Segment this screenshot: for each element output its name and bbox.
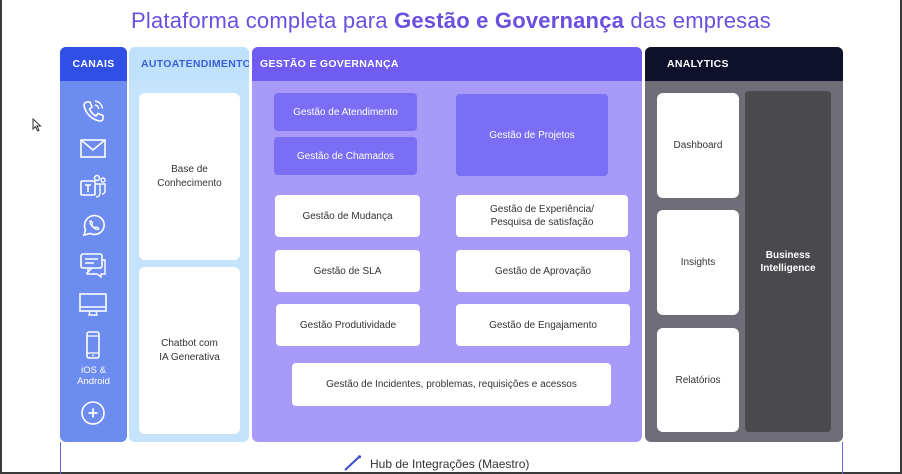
gestao-sla-card[interactable]: Gestão de SLA (275, 250, 420, 292)
email-icon[interactable] (78, 135, 108, 163)
gestao-atendimento-card[interactable]: Gestão de Atendimento (274, 93, 417, 131)
mobile-label-line-1: iOS & (81, 365, 106, 376)
mobile-label-line-2: Android (77, 376, 110, 387)
knowledge-base-card[interactable]: Base de Conhecimento (139, 93, 240, 260)
gestao-experiencia-line-2: Pesquisa de satisfação (490, 217, 594, 228)
analytics-header: ANALYTICS (645, 47, 843, 81)
knowledge-base-line-1: Base de (171, 163, 208, 175)
mobile-icon[interactable] (78, 331, 108, 359)
gestao-produtividade-card[interactable]: Gestão Produtividade (276, 304, 420, 346)
gestao-header: GESTÃO E GOVERNANÇA (252, 47, 642, 81)
gestao-engajamento-card[interactable]: Gestão de Engajamento (456, 304, 630, 346)
gestao-atendimento-label: Gestão de Atendimento (293, 106, 398, 118)
knowledge-base-line-2: Conhecimento (157, 177, 222, 189)
title-bold: Gestão e Governança (394, 8, 625, 33)
mouse-cursor-icon (32, 118, 42, 132)
title-prefix: Plataforma completa para (131, 8, 395, 33)
gestao-mudanca-label: Gestão de Mudança (302, 210, 393, 222)
gestao-chamados-label: Gestão de Chamados (296, 150, 395, 162)
chat-icon[interactable] (78, 251, 108, 279)
hub-border-right (842, 442, 843, 474)
gestao-chamados-card[interactable]: Gestão de Chamados (274, 137, 417, 175)
gestao-projetos-label: Gestão de Projetos (489, 129, 575, 141)
business-intelligence-card[interactable]: Business Intelligence (745, 91, 831, 432)
gestao-sla-label: Gestão de SLA (313, 265, 382, 277)
insights-card[interactable]: Insights (657, 210, 739, 315)
teams-icon[interactable] (78, 173, 108, 201)
gestao-aprovacao-card[interactable]: Gestão de Aprovação (456, 250, 630, 292)
analytics-column: ANALYTICS Dashboard Insights Relatórios … (645, 47, 843, 442)
gestao-mudanca-card[interactable]: Gestão de Mudança (275, 195, 420, 237)
canais-header: CANAIS (60, 47, 127, 81)
integration-link-icon (344, 455, 362, 471)
bi-line-1: Business (765, 249, 811, 261)
phone-icon[interactable] (78, 97, 108, 125)
autoatendimento-header: AUTOATENDIMENTO (129, 47, 249, 81)
dashboard-card[interactable]: Dashboard (657, 93, 739, 198)
gestao-incidentes-card[interactable]: Gestão de Incidentes, problemas, requisi… (292, 363, 611, 406)
relatorios-label: Relatórios (675, 374, 721, 386)
gestao-experiencia-card[interactable]: Gestão de Experiência/ Pesquisa de satis… (456, 195, 628, 237)
gestao-aprovacao-label: Gestão de Aprovação (494, 265, 592, 277)
bi-line-2: Intelligence (760, 262, 816, 274)
chatbot-card[interactable]: Chatbot com IA Generativa (139, 267, 240, 434)
chatbot-line-2: IA Generativa (159, 351, 220, 363)
hub-label: Hub de Integrações (Maestro) (370, 457, 530, 471)
page-title: Plataforma completa para Gestão e Govern… (0, 8, 902, 34)
gestao-incidentes-label: Gestão de Incidentes, problemas, requisi… (326, 379, 577, 390)
window-border-left (0, 0, 2, 474)
gestao-engajamento-label: Gestão de Engajamento (489, 319, 597, 331)
gestao-produtividade-label: Gestão Produtividade (299, 319, 397, 331)
window-border-bottom (0, 472, 902, 474)
whatsapp-icon[interactable] (78, 211, 108, 239)
autoatendimento-column: AUTOATENDIMENTO Base de Conhecimento Cha… (129, 47, 249, 442)
window-border-right (900, 0, 902, 474)
relatorios-card[interactable]: Relatórios (657, 328, 739, 432)
mobile-platforms-label: iOS & Android (60, 365, 127, 387)
canais-column: CANAIS iOS & Android (60, 47, 127, 442)
title-suffix: das empresas (624, 8, 771, 33)
insights-label: Insights (680, 257, 716, 268)
hub-border-left (60, 442, 61, 474)
dashboard-label: Dashboard (673, 140, 723, 151)
chatbot-line-1: Chatbot com (161, 337, 218, 349)
gestao-governanca-column: GESTÃO E GOVERNANÇA Gestão de Atendiment… (252, 47, 642, 442)
gestao-projetos-card[interactable]: Gestão de Projetos (456, 94, 608, 176)
desktop-icon[interactable] (78, 291, 108, 319)
add-channel-icon[interactable] (78, 399, 108, 427)
gestao-experiencia-line-1: Gestão de Experiência/ (490, 204, 594, 215)
